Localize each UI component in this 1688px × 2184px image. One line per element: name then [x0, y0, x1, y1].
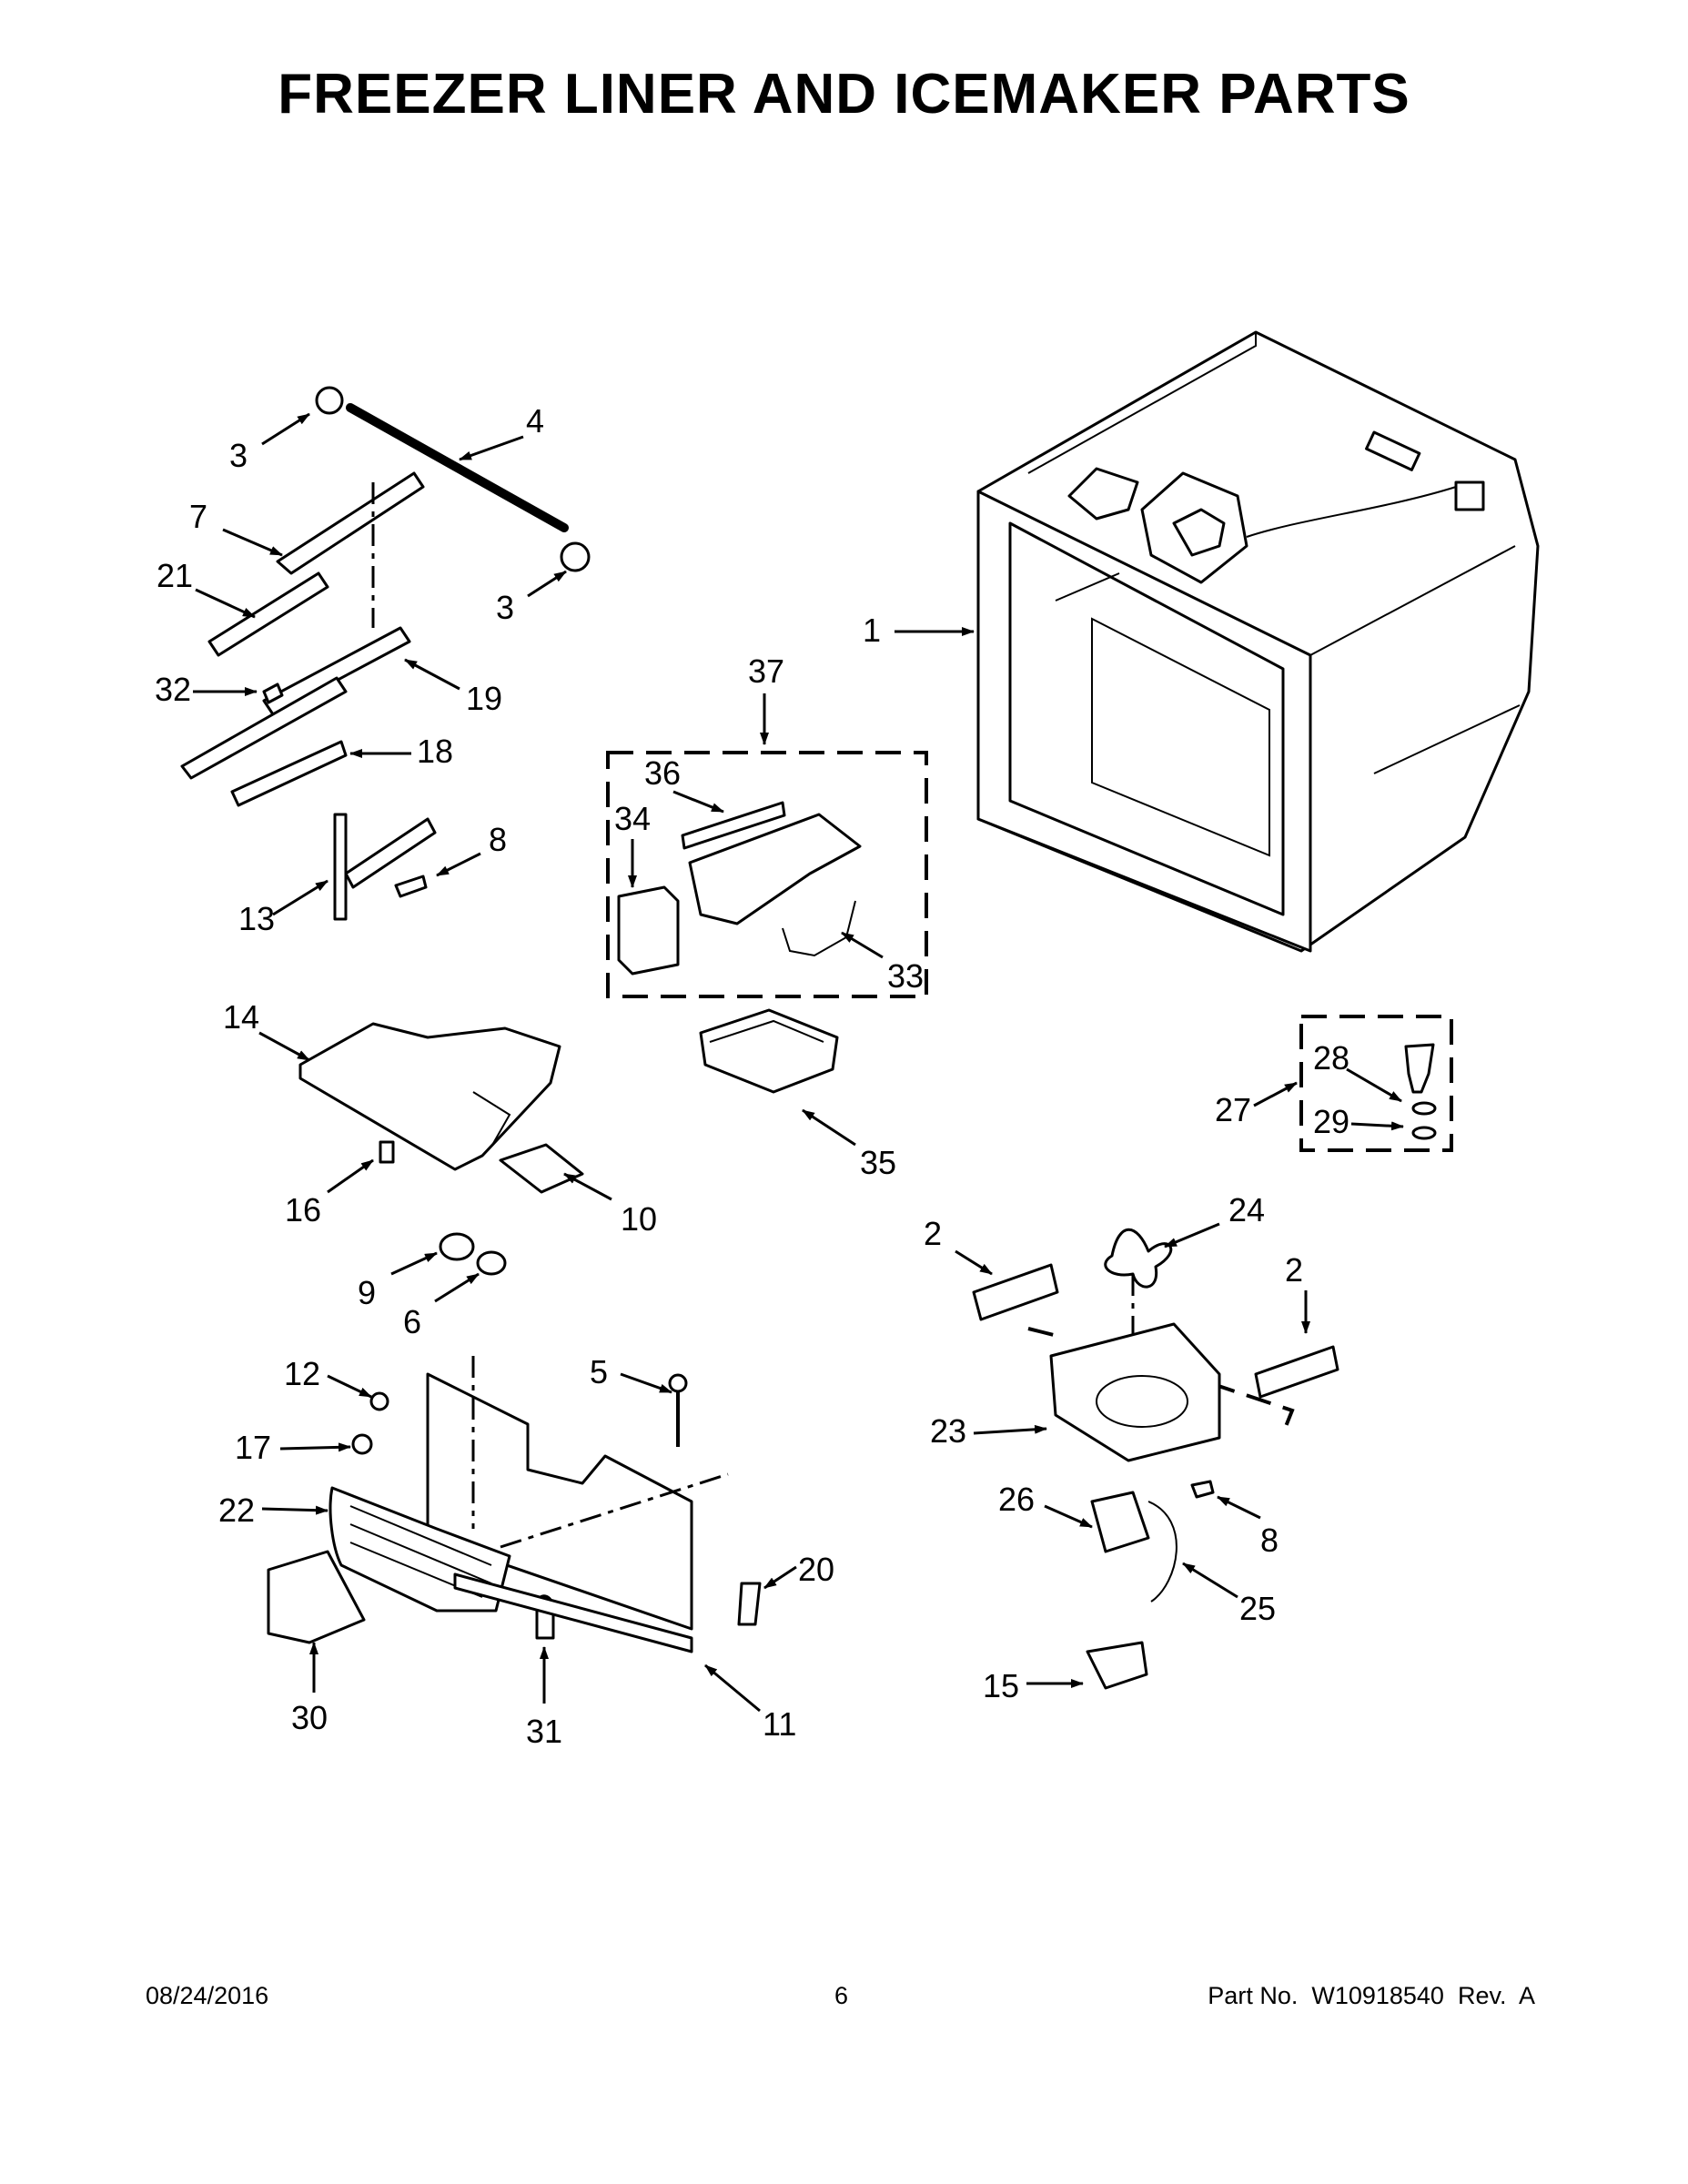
callout-25: 25	[1239, 1590, 1276, 1627]
callout-14: 14	[223, 998, 259, 1036]
callout-32: 32	[155, 671, 191, 708]
callout-5: 5	[590, 1353, 608, 1390]
callout-18: 18	[417, 733, 453, 770]
callout-30: 30	[291, 1699, 328, 1736]
leader-arrows	[193, 412, 1404, 1713]
callout-31: 31	[526, 1713, 562, 1750]
callout-11: 11	[763, 1705, 796, 1743]
callout-33: 33	[887, 957, 924, 995]
shelf-slide-assembly	[180, 386, 591, 921]
callout-28: 28	[1313, 1039, 1349, 1077]
air-duct-assembly	[267, 1356, 762, 1653]
ice-chute-parts	[298, 1022, 584, 1276]
callout-8-right: 8	[1260, 1522, 1279, 1559]
callout-34: 34	[614, 800, 651, 837]
page-title: FREEZER LINER AND ICEMAKER PARTS	[278, 63, 1410, 126]
footer-date: 08/24/2016	[146, 1982, 269, 2009]
callout-19: 19	[466, 680, 502, 717]
callout-26: 26	[998, 1481, 1035, 1518]
callout-35: 35	[860, 1144, 896, 1181]
callout-36: 36	[644, 754, 681, 792]
callout-3-bottom: 3	[496, 589, 514, 626]
callout-20: 20	[798, 1551, 834, 1588]
callout-37: 37	[748, 652, 784, 690]
callout-1: 1	[863, 612, 881, 649]
footer-part-number: Part No. W10918540 Rev. A	[1208, 1982, 1535, 2009]
callout-3-top: 3	[229, 437, 248, 474]
fitting-assembly	[1299, 1015, 1453, 1152]
callout-24: 24	[1228, 1191, 1265, 1228]
callout-21: 21	[157, 557, 193, 594]
callout-16: 16	[285, 1191, 321, 1228]
callout-23: 23	[930, 1412, 966, 1450]
callout-7: 7	[189, 498, 207, 535]
callout-22: 22	[218, 1491, 255, 1529]
callout-2-left: 2	[924, 1215, 942, 1252]
footer-page-number: 6	[834, 1982, 849, 2009]
callout-29: 29	[1313, 1103, 1349, 1140]
evaporator-fan-assembly	[972, 1228, 1339, 1690]
callout-27: 27	[1215, 1091, 1251, 1128]
callout-6: 6	[403, 1303, 421, 1340]
callout-10: 10	[621, 1200, 657, 1238]
callout-17: 17	[235, 1429, 271, 1466]
callout-9: 9	[358, 1274, 376, 1311]
callout-8-left: 8	[489, 821, 507, 858]
callout-12: 12	[284, 1355, 320, 1392]
callout-15: 15	[983, 1667, 1019, 1704]
callout-2-right: 2	[1285, 1251, 1303, 1289]
ice-bucket-part	[699, 1008, 839, 1094]
callout-13: 13	[238, 900, 275, 937]
icemaker-assembly	[606, 751, 928, 998]
freezer-liner-part	[976, 330, 1540, 953]
callout-4: 4	[526, 402, 544, 440]
